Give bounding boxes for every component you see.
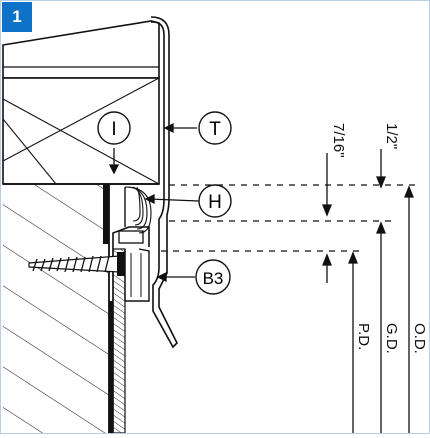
svg-text:B3: B3 <box>203 269 224 288</box>
svg-text:H: H <box>208 192 222 213</box>
figure-number-badge: 1 <box>2 2 32 32</box>
dimension-lines <box>322 149 414 433</box>
svg-text:I: I <box>111 119 116 140</box>
outer-cap <box>150 16 178 349</box>
dimension-labels: 7/16" 1/2" P.D. G.D. O.D. <box>330 123 428 354</box>
gasket-layers <box>124 186 152 234</box>
extension-lines <box>161 184 421 252</box>
figure-number: 1 <box>12 7 22 26</box>
leaders <box>108 122 200 283</box>
dim-half: 1/2" <box>383 123 400 149</box>
callout-t: T <box>198 111 232 145</box>
top-fascia <box>2 20 160 79</box>
dim-seven-sixteenths: 7/16" <box>330 123 347 158</box>
hatched-wall <box>3 183 159 433</box>
callout-h: H <box>198 184 232 218</box>
dim-od: O.D. <box>411 323 428 354</box>
callout-i: I <box>97 111 131 145</box>
screw <box>28 252 125 276</box>
wood-block <box>2 77 160 185</box>
dim-pd: P.D. <box>355 323 372 350</box>
svg-text:T: T <box>209 119 221 140</box>
dim-gd: G.D. <box>383 323 400 354</box>
callout-b3: B3 <box>195 259 231 295</box>
